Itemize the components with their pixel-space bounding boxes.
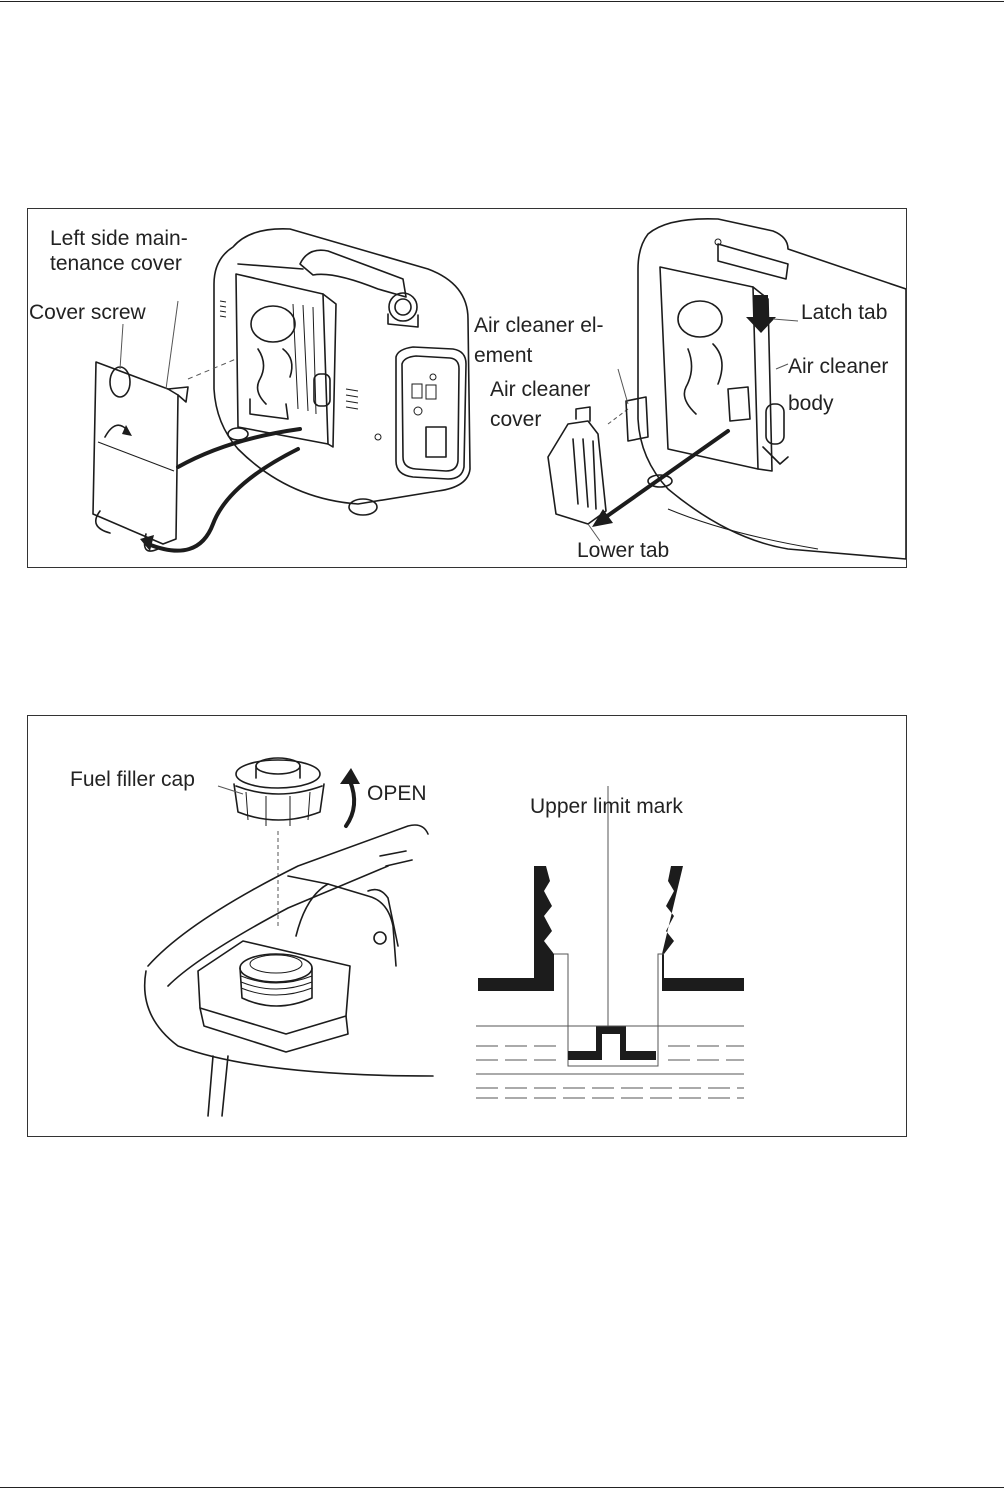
air-cleaner-element-label-line1: Air cleaner el- bbox=[474, 313, 604, 338]
air-cleaner-cover-label-line1: Air cleaner bbox=[490, 377, 590, 402]
air-cleaner-body-label-line2: body bbox=[788, 391, 834, 416]
bottom-rule bbox=[0, 1487, 1004, 1488]
open-label: OPEN bbox=[367, 781, 427, 806]
fuel-filler-cap-label: Fuel filler cap bbox=[70, 767, 195, 792]
left-cover-label-line1: Left side main- bbox=[50, 226, 188, 251]
generator-right-view bbox=[626, 219, 906, 559]
air-cleaner-cover-label-line2: cover bbox=[490, 407, 541, 432]
cover-screw-label: Cover screw bbox=[29, 300, 146, 325]
air-cleaner-figure: Left side main- tenance cover Cover scre… bbox=[27, 208, 907, 568]
fuel-filler-figure: Fuel filler cap OPEN Upper limit mark bbox=[27, 715, 907, 1137]
filler-neck-section bbox=[476, 786, 744, 1098]
maintenance-cover-drawing bbox=[93, 362, 188, 551]
left-cover-label-line2: tenance cover bbox=[50, 251, 182, 276]
generator-left-view bbox=[188, 229, 470, 515]
fuel-tank-drawing bbox=[145, 825, 433, 1116]
top-rule bbox=[0, 1, 1004, 2]
air-cleaner-element-label-line2: ement bbox=[474, 343, 532, 368]
air-cleaner-body-label-line1: Air cleaner bbox=[788, 354, 888, 379]
upper-limit-mark-label: Upper limit mark bbox=[530, 794, 683, 819]
air-cleaner-cover-drawing bbox=[548, 407, 628, 524]
latch-tab-label: Latch tab bbox=[801, 300, 887, 325]
lower-tab-label: Lower tab bbox=[577, 538, 669, 563]
